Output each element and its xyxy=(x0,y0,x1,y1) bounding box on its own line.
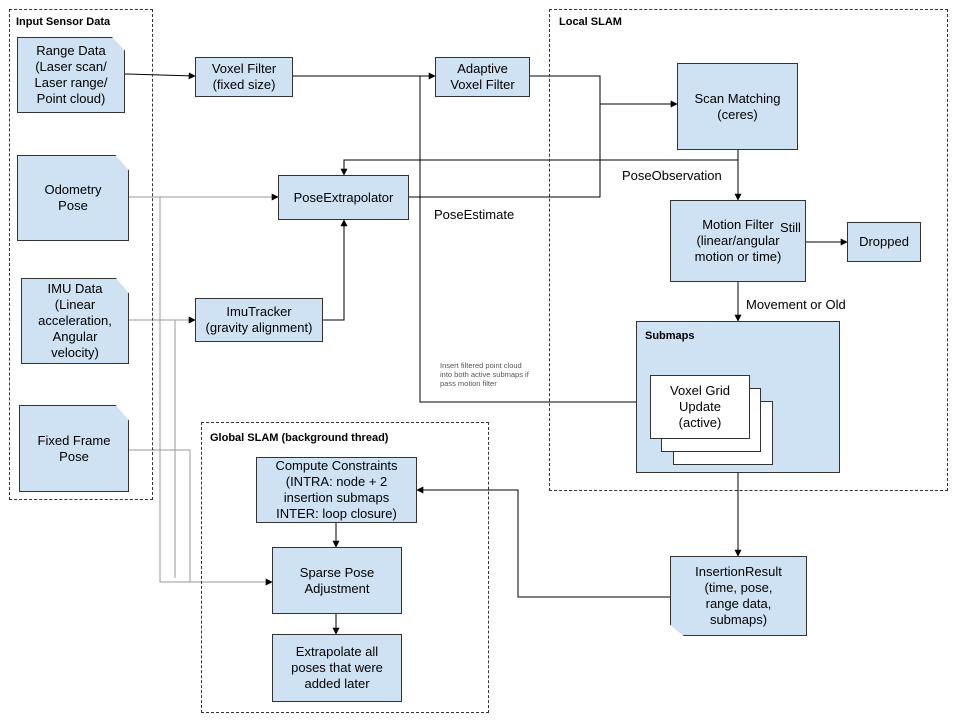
scan-matching-node[interactable]: Scan Matching (ceres) xyxy=(677,63,798,150)
extrapolator-to-scanmatch-line xyxy=(409,104,601,198)
input-sensor-data-region xyxy=(9,9,153,500)
local-region-title: Local SLAM xyxy=(559,16,622,28)
fixedframe-to-sparse-line xyxy=(125,449,191,582)
imu-tracker-node[interactable]: ImuTracker (gravity alignment) xyxy=(195,298,323,342)
pose-observation-arrow xyxy=(340,150,739,176)
imu-to-extrapolator-arrow xyxy=(323,219,348,321)
movement-or-old-label: Movement or Old xyxy=(746,297,846,312)
local-slam-region xyxy=(549,9,948,491)
insert-filtered-note: Insert filtered point cloud into both ac… xyxy=(440,361,529,388)
global-region-title: Global SLAM (background thread) xyxy=(210,432,389,444)
input-region-title: Input Sensor Data xyxy=(16,16,111,28)
range-to-voxel-arrow xyxy=(124,72,196,80)
odometry-pose-input[interactable]: Odometry Pose xyxy=(17,155,129,241)
pose-extrapolator-node[interactable]: PoseExtrapolator xyxy=(278,175,409,220)
sparse-pose-adjustment-node[interactable]: Sparse Pose Adjustment xyxy=(272,547,402,614)
dropped-node[interactable]: Dropped xyxy=(847,222,921,262)
motion-filter-node[interactable]: Motion Filter (linear/angular motion or … xyxy=(670,200,806,282)
voxel-filter-node[interactable]: Voxel Filter (fixed size) xyxy=(195,57,293,97)
range-data-input[interactable]: Range Data (Laser scan/ Laser range/ Poi… xyxy=(17,37,125,113)
pose-observation-label: PoseObservation xyxy=(622,168,722,183)
voxel-to-voxelgrid-arrow xyxy=(419,76,651,406)
insertion-to-constraints-arrow xyxy=(416,486,670,598)
extrapolate-all-poses-node[interactable]: Extrapolate all poses that were added la… xyxy=(272,634,402,702)
fixed-frame-pose-input[interactable]: Fixed Frame Pose xyxy=(19,405,129,492)
adaptive-to-scanmatch-arrow xyxy=(530,75,678,108)
insertion-result-node[interactable]: InsertionResult (time, pose, range data,… xyxy=(670,556,807,636)
imu-data-input[interactable]: IMU Data (Linear acceleration, Angular v… xyxy=(21,278,129,364)
still-label: Still xyxy=(780,220,801,235)
compute-constraints-node[interactable]: Compute Constraints (INTRA: node + 2 ins… xyxy=(256,457,417,523)
pose-estimate-label: PoseEstimate xyxy=(434,207,515,222)
global-slam-region xyxy=(201,422,489,713)
voxel-grid-update-node[interactable]: Voxel Grid Update (active) xyxy=(650,375,750,439)
adaptive-voxel-filter-node[interactable]: Adaptive Voxel Filter xyxy=(435,57,530,97)
